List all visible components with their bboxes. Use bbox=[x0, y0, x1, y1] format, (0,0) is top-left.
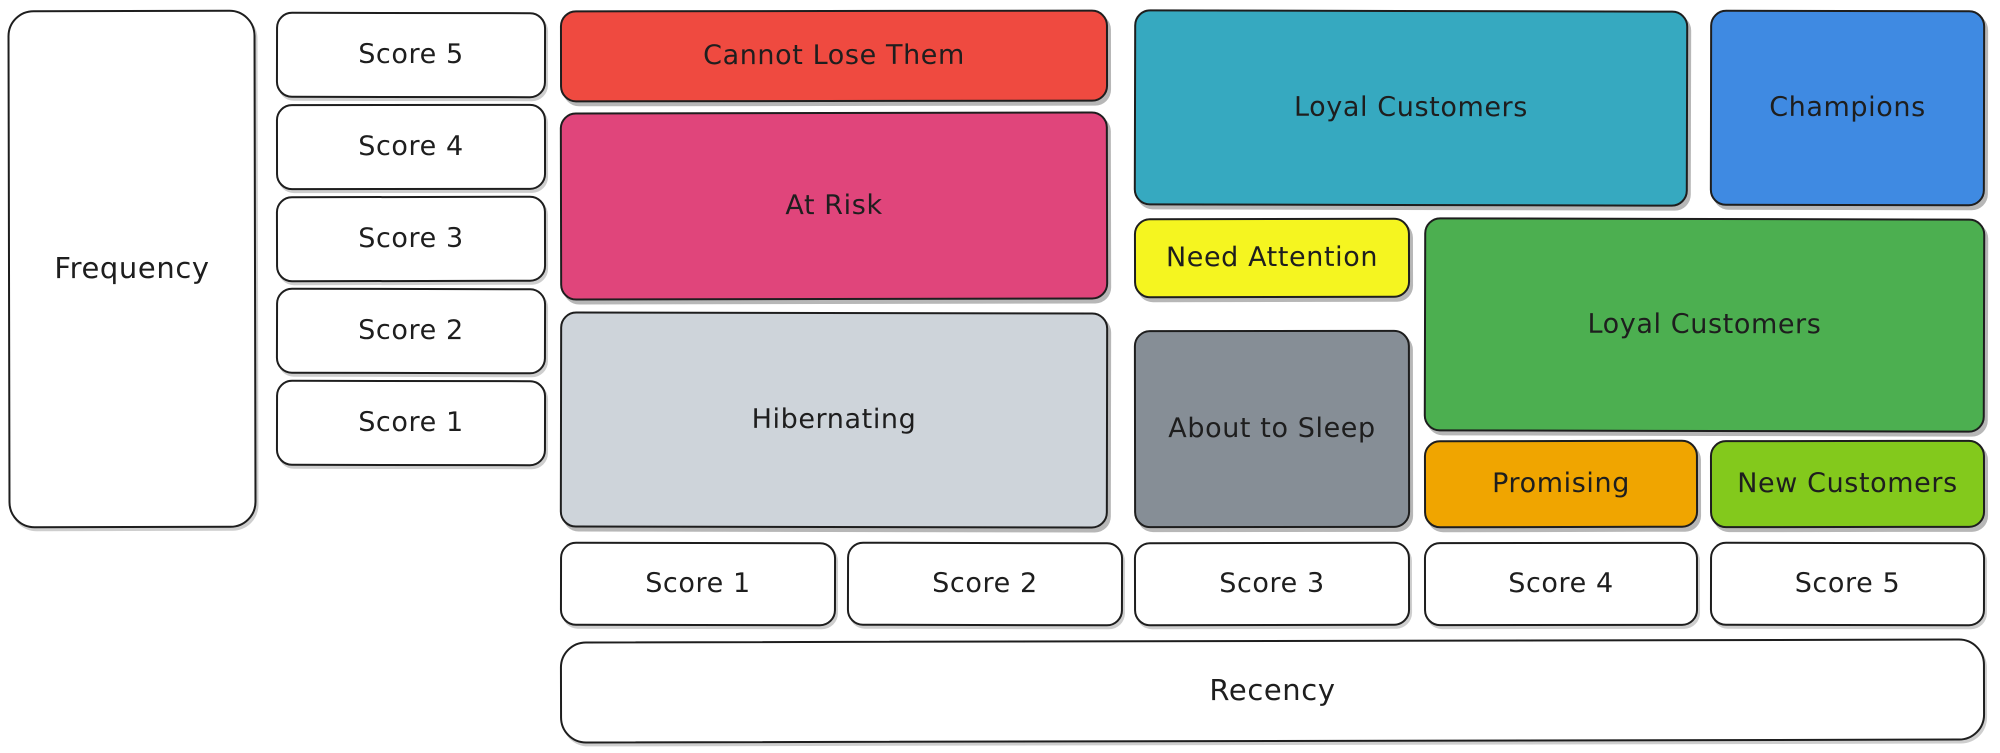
segment-hibernating[interactable]: Hibernating bbox=[559, 311, 1109, 529]
segment-loyal-customers-teal[interactable]: Loyal Customers bbox=[1133, 9, 1689, 207]
recency-score-1[interactable]: Score 1 bbox=[559, 541, 837, 627]
segment-loyal-customers-green-label: Loyal Customers bbox=[1587, 309, 1822, 341]
segment-new-customers[interactable]: New Customers bbox=[1709, 439, 1986, 529]
segment-hibernating-label: Hibernating bbox=[751, 404, 917, 436]
frequency-score-1[interactable]: Score 1 bbox=[275, 379, 547, 467]
recency-score-4[interactable]: Score 4 bbox=[1423, 541, 1699, 627]
recency-axis-label-text: Recency bbox=[1209, 673, 1336, 708]
segment-loyal-customers-green[interactable]: Loyal Customers bbox=[1423, 217, 1986, 433]
frequency-score-2[interactable]: Score 2 bbox=[275, 287, 547, 375]
segment-promising-label: Promising bbox=[1492, 468, 1630, 500]
segment-cannot-lose-them-label: Cannot Lose Them bbox=[703, 40, 965, 72]
segment-about-to-sleep-label: About to Sleep bbox=[1168, 413, 1376, 445]
segment-need-attention[interactable]: Need Attention bbox=[1133, 217, 1411, 299]
segment-about-to-sleep[interactable]: About to Sleep bbox=[1133, 329, 1411, 529]
recency-axis-label: Recency bbox=[559, 638, 1986, 744]
segment-champions[interactable]: Champions bbox=[1709, 9, 1986, 207]
segment-new-customers-label: New Customers bbox=[1737, 468, 1958, 500]
segment-at-risk-label: At Risk bbox=[785, 190, 883, 222]
segment-need-attention-label: Need Attention bbox=[1165, 242, 1379, 274]
frequency-axis-label: Frequency bbox=[7, 9, 257, 529]
frequency-axis-label-text: Frequency bbox=[54, 251, 210, 286]
segment-loyal-customers-teal-label: Loyal Customers bbox=[1293, 92, 1528, 124]
recency-score-2[interactable]: Score 2 bbox=[846, 541, 1124, 627]
frequency-score-4[interactable]: Score 4 bbox=[275, 103, 547, 191]
frequency-score-3[interactable]: Score 3 bbox=[275, 195, 547, 283]
frequency-score-5[interactable]: Score 5 bbox=[275, 11, 547, 99]
segment-cannot-lose-them[interactable]: Cannot Lose Them bbox=[559, 9, 1109, 103]
segment-promising[interactable]: Promising bbox=[1423, 439, 1699, 529]
segment-champions-label: Champions bbox=[1769, 92, 1926, 124]
recency-score-3[interactable]: Score 3 bbox=[1133, 541, 1411, 627]
recency-score-5[interactable]: Score 5 bbox=[1709, 541, 1986, 627]
segment-at-risk[interactable]: At Risk bbox=[559, 111, 1109, 301]
